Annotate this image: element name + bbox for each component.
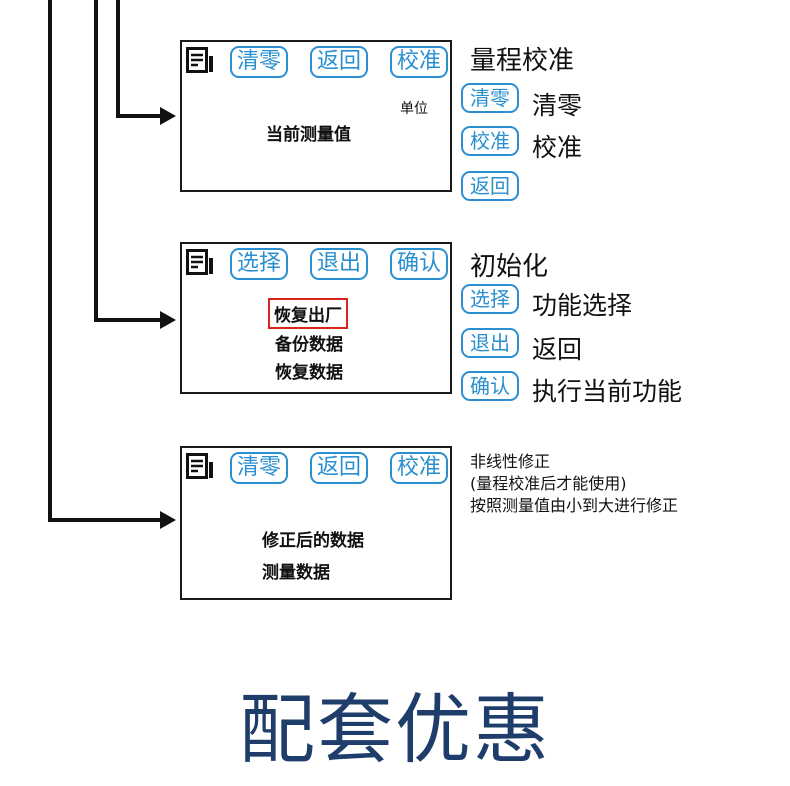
calibration-title: 量程校准	[470, 46, 575, 76]
correction-note-line-2: (量程校准后才能使用)	[470, 474, 627, 493]
legend-desc-exit: 返回	[532, 335, 583, 364]
lcd-screen-calibration: 清零 返回 校准 单位 当前测量值	[180, 40, 452, 192]
legend-desc-zero: 清零	[532, 91, 583, 120]
current-value-label: 当前测量值	[266, 125, 351, 145]
document-icon	[186, 47, 213, 73]
initialize-title: 初始化	[470, 252, 549, 282]
calibrate-button[interactable]: 校准	[390, 452, 448, 484]
zero-button[interactable]: 清零	[230, 46, 288, 78]
legend-desc-confirm: 执行当前功能	[532, 377, 683, 406]
confirm-button[interactable]: 确认	[390, 248, 448, 280]
legend-key-exit: 退出	[461, 328, 519, 358]
legend-key-select: 选择	[461, 284, 519, 314]
connector-screen1	[116, 0, 162, 118]
legend-desc-calibrate: 校准	[532, 133, 583, 162]
select-button[interactable]: 选择	[230, 248, 288, 280]
exit-button[interactable]: 退出	[310, 248, 368, 280]
legend-key-zero: 清零	[461, 83, 519, 113]
back-button[interactable]: 返回	[310, 452, 368, 484]
correction-note-line-3: 按照测量值由小到大进行修正	[470, 496, 679, 515]
menu-item-factory-reset[interactable]: 恢复出厂	[268, 298, 348, 329]
calibrate-button[interactable]: 校准	[390, 46, 448, 78]
menu-item-backup[interactable]: 备份数据	[275, 335, 343, 355]
connector-screen2	[94, 0, 162, 322]
footer-title: 配套优惠	[239, 685, 551, 774]
legend-desc-select: 功能选择	[532, 291, 633, 320]
correction-note-line-1: 非线性修正	[470, 452, 551, 471]
menu-item-restore[interactable]: 恢复数据	[275, 363, 343, 383]
unit-label: 单位	[400, 101, 428, 117]
back-button[interactable]: 返回	[310, 46, 368, 78]
zero-button[interactable]: 清零	[230, 452, 288, 484]
arrow-head-screen1	[160, 107, 176, 125]
document-icon	[186, 453, 213, 479]
arrow-head-screen3	[160, 511, 176, 529]
lcd-screen-correction: 清零 返回 校准 修正后的数据 测量数据	[180, 446, 452, 600]
legend-key-calibrate: 校准	[461, 126, 519, 156]
legend-key-confirm: 确认	[461, 371, 519, 401]
document-icon	[186, 249, 213, 275]
corrected-data-label: 修正后的数据	[262, 531, 364, 551]
lcd-screen-initialize: 选择 退出 确认 恢复出厂 备份数据 恢复数据	[180, 242, 452, 394]
legend-key-back: 返回	[461, 171, 519, 201]
connector-screen3	[48, 0, 162, 522]
arrow-head-screen2	[160, 311, 176, 329]
measured-data-label: 测量数据	[262, 563, 330, 583]
